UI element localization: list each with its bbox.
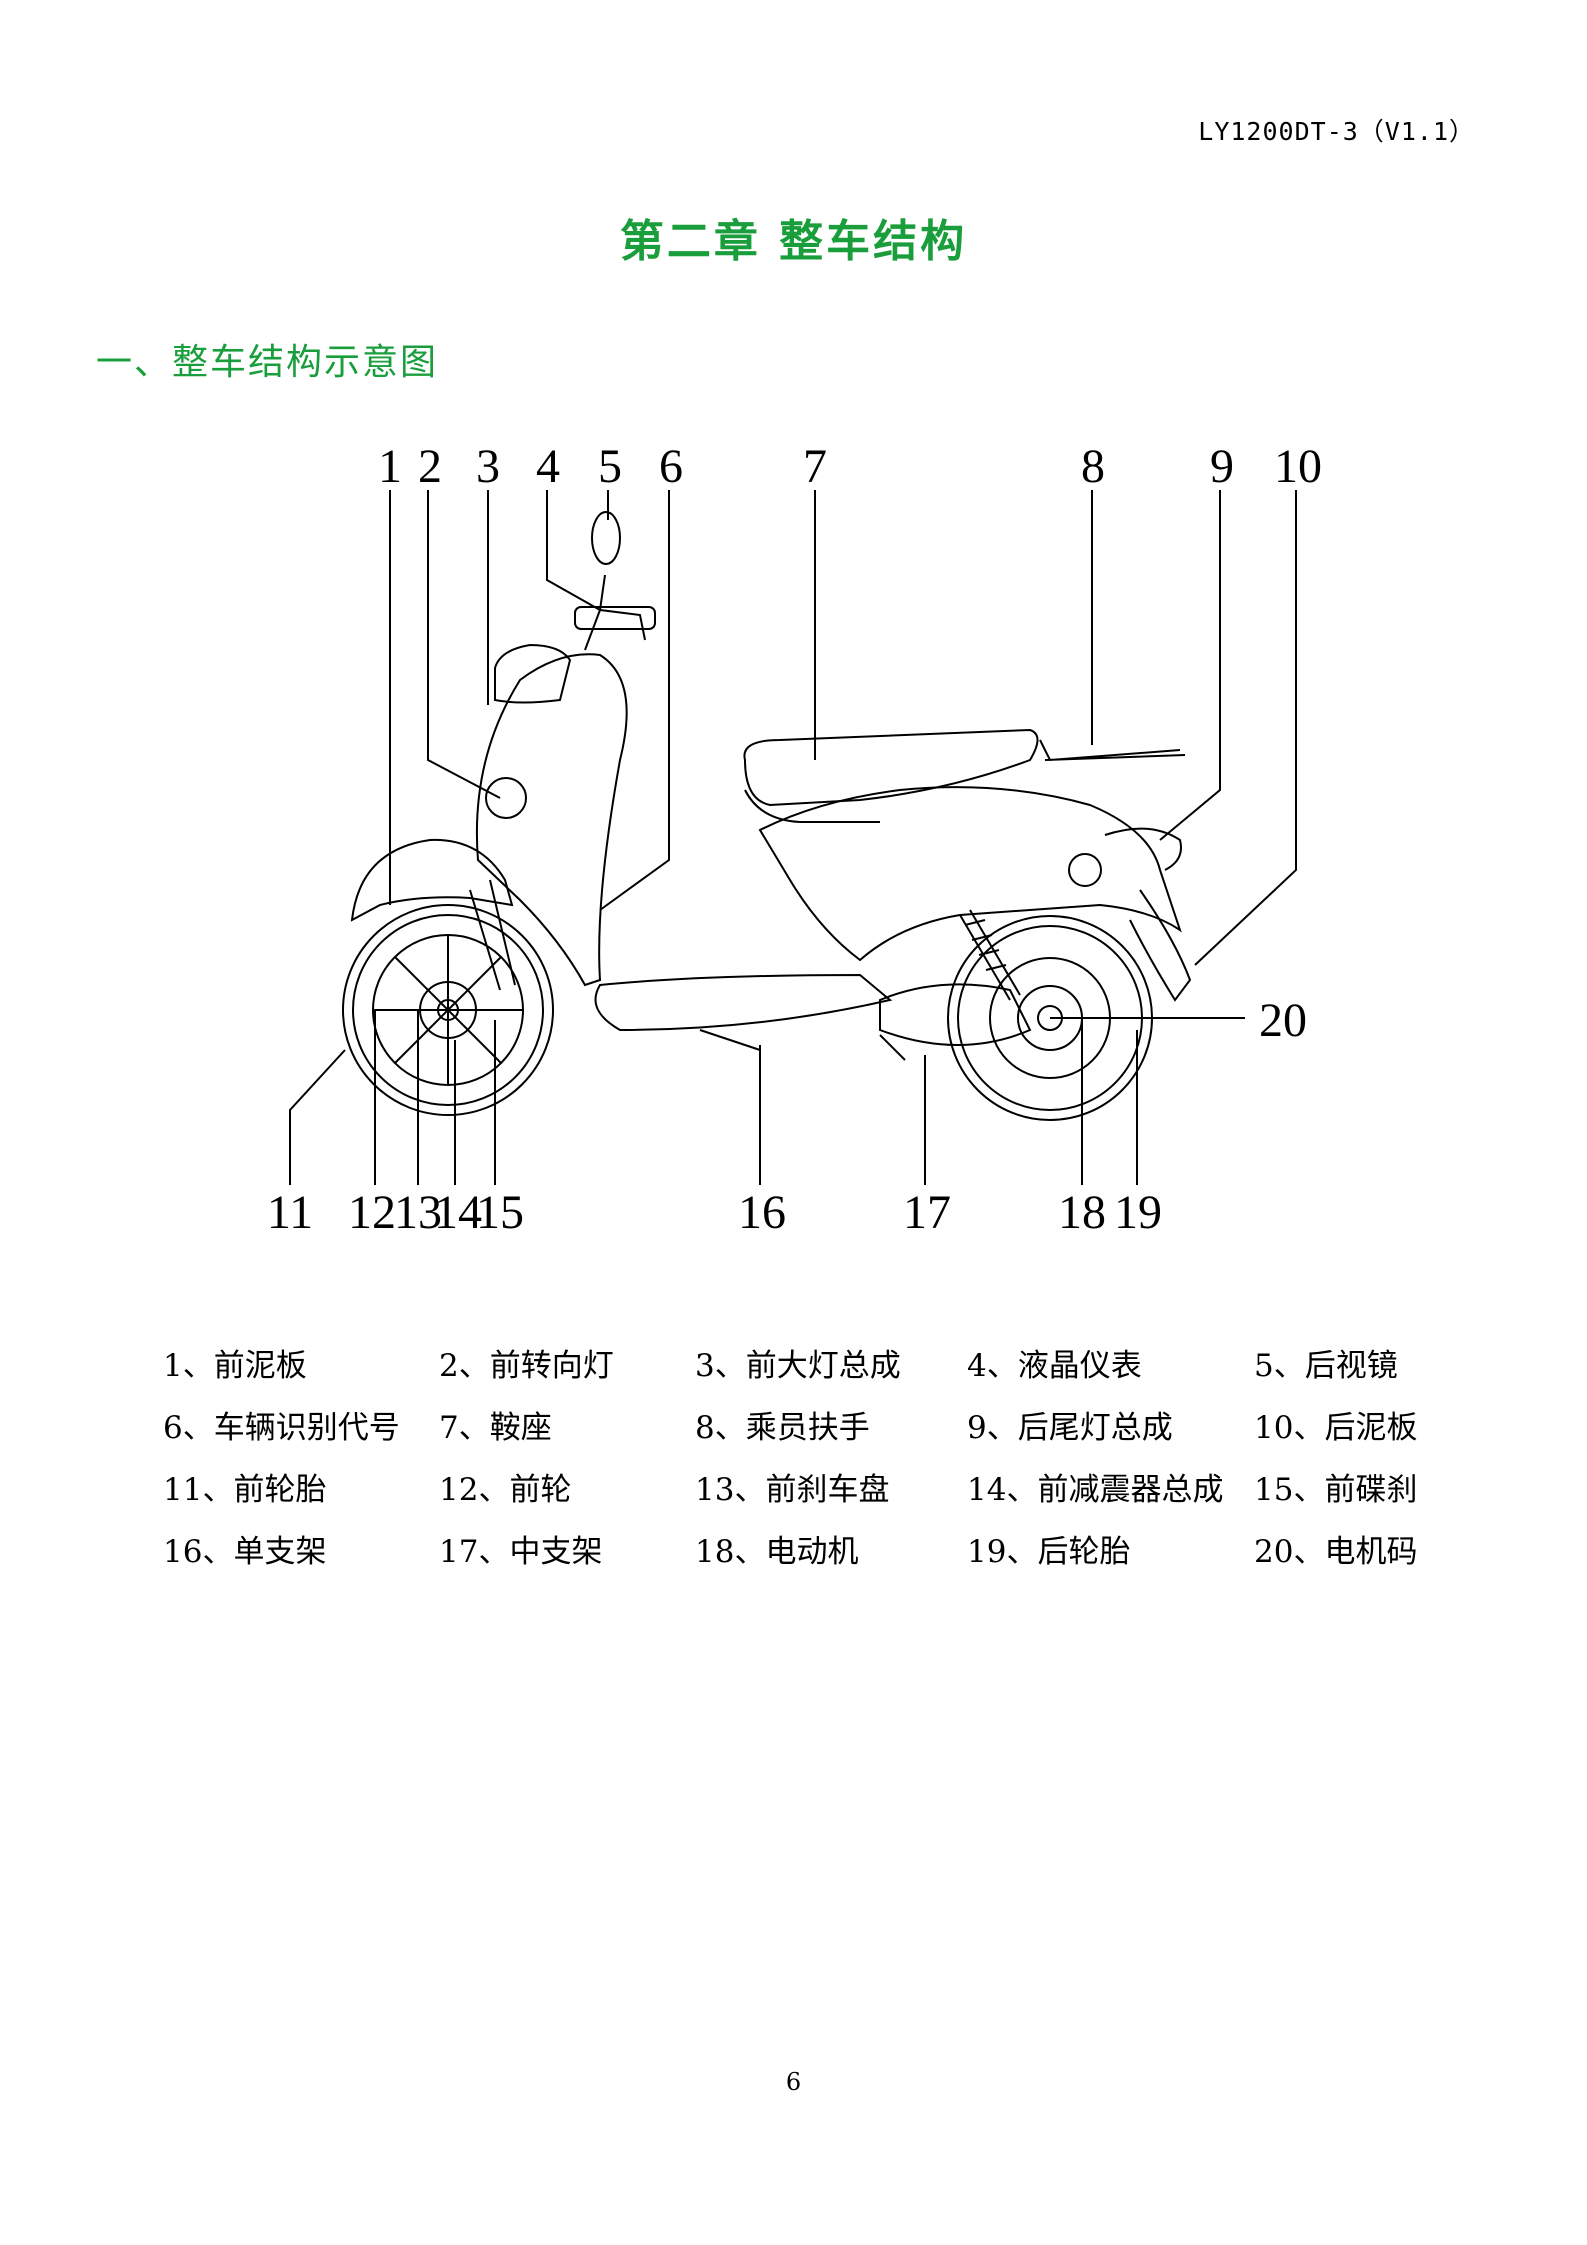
parts-legend: 1、前泥板 2、前转向灯 3、前大灯总成 4、液晶仪表 5、后视镜 6、车辆识别… — [163, 1340, 1463, 1588]
callout-15: 15 — [476, 1186, 524, 1239]
legend-item: 19、后轮胎 — [967, 1534, 1131, 1570]
floorboard — [594, 973, 893, 1032]
callout-20: 20 — [1259, 994, 1307, 1047]
front-fender — [350, 838, 514, 922]
legend-item: 17、中支架 — [439, 1534, 603, 1570]
callout-16: 16 — [738, 1186, 786, 1239]
callout-13: 13 — [394, 1186, 442, 1239]
section-title: 一、整车结构示意图 — [96, 342, 439, 383]
legend-item: 10、后泥板 — [1254, 1410, 1418, 1446]
callout-1: 1 — [378, 440, 402, 493]
legend-item: 12、前轮 — [439, 1472, 572, 1508]
scooter-diagram: 1 2 3 4 5 6 7 8 9 10 11 12 13 14 15 16 1… — [267, 440, 1322, 1239]
callout-17: 17 — [903, 1186, 951, 1239]
chapter-title: 第二章 整车结构 — [619, 216, 968, 267]
legend-item: 2、前转向灯 — [439, 1348, 614, 1384]
legend-item: 15、前碟刹 — [1254, 1472, 1418, 1508]
legend-item: 13、前刹车盘 — [695, 1472, 890, 1508]
legend-item: 4、液晶仪表 — [967, 1348, 1142, 1384]
front-wheel — [342, 904, 554, 1116]
callout-14: 14 — [434, 1186, 482, 1239]
callout-5: 5 — [598, 440, 622, 493]
document-code: LY1200DT-3（V1.1） — [1198, 117, 1475, 146]
top-callouts: 1 2 3 4 5 6 7 8 9 10 — [378, 440, 1322, 493]
legend-item: 6、车辆识别代号 — [163, 1410, 400, 1446]
legend-item: 18、电动机 — [695, 1534, 859, 1570]
callout-9: 9 — [1210, 440, 1234, 493]
seat — [743, 728, 1039, 807]
leader-lines — [289, 490, 1297, 1185]
callout-11: 11 — [267, 1186, 313, 1239]
rear-body — [758, 786, 1182, 962]
callout-4: 4 — [536, 440, 560, 493]
bottom-callouts: 11 12 13 14 15 16 17 18 19 — [267, 1186, 1162, 1239]
legend-item: 1、前泥板 — [163, 1348, 307, 1384]
legend-row: 6、车辆识别代号 7、鞍座 8、乘员扶手 9、后尾灯总成 10、后泥板 — [163, 1402, 1463, 1464]
callout-12: 12 — [348, 1186, 396, 1239]
callout-10: 10 — [1274, 440, 1322, 493]
legend-item: 9、后尾灯总成 — [967, 1410, 1173, 1446]
legend-item: 7、鞍座 — [439, 1410, 552, 1446]
callout-2: 2 — [418, 440, 442, 493]
legend-item: 16、单支架 — [163, 1534, 327, 1570]
callout-19: 19 — [1114, 1186, 1162, 1239]
leg-shield — [475, 653, 628, 987]
legend-item: 3、前大灯总成 — [695, 1348, 901, 1384]
callout-8: 8 — [1081, 440, 1105, 493]
legend-item: 5、后视镜 — [1254, 1348, 1398, 1384]
legend-row: 16、单支架 17、中支架 18、电动机 19、后轮胎 20、电机码 — [163, 1526, 1463, 1588]
callout-3: 3 — [476, 440, 500, 493]
callout-6: 6 — [659, 440, 683, 493]
page-number: 6 — [785, 2068, 802, 2096]
legend-row: 11、前轮胎 12、前轮 13、前刹车盘 14、前减震器总成 15、前碟刹 — [163, 1464, 1463, 1526]
legend-item: 14、前减震器总成 — [967, 1472, 1224, 1508]
legend-item: 20、电机码 — [1254, 1534, 1418, 1570]
legend-item: 8、乘员扶手 — [695, 1410, 870, 1446]
legend-row: 1、前泥板 2、前转向灯 3、前大灯总成 4、液晶仪表 5、后视镜 — [163, 1340, 1463, 1402]
legend-item: 11、前轮胎 — [163, 1472, 327, 1508]
callout-18: 18 — [1058, 1186, 1106, 1239]
callout-7: 7 — [803, 440, 827, 493]
